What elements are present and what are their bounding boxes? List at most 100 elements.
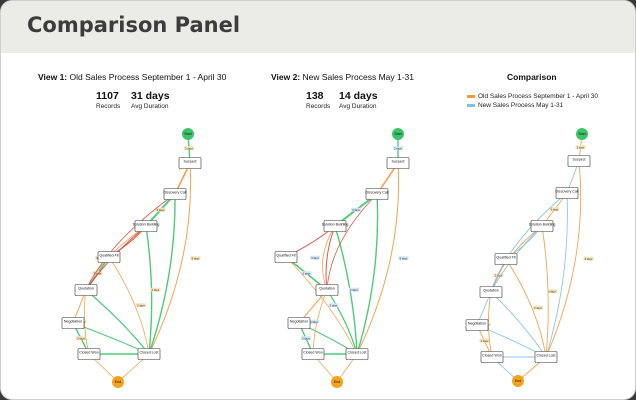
end-node-label: End <box>334 380 340 384</box>
process-node[interactable] <box>301 348 325 360</box>
edge-duration-badge <box>150 287 161 292</box>
process-node[interactable] <box>479 286 503 298</box>
process-edge <box>85 289 150 355</box>
process-node-label: Closed Lost <box>348 351 367 355</box>
edge-duration-badge <box>155 207 166 212</box>
comparison-title: Comparison <box>507 72 557 82</box>
process-node-label: Closed Lost <box>140 351 159 355</box>
process-node-label: Suspect <box>184 160 197 164</box>
edge-duration-label: 2 days <box>77 336 85 340</box>
process-node[interactable] <box>365 188 389 200</box>
process-node[interactable] <box>163 188 187 200</box>
edge-duration-badge <box>310 255 320 260</box>
process-node-label: Discovery Call <box>164 191 187 195</box>
process-node[interactable] <box>465 319 489 331</box>
process-edge <box>356 193 379 355</box>
edge-duration-label: 3 days <box>310 320 318 324</box>
view2-title: View 2: New Sales Process May 1-31 <box>271 72 414 82</box>
edge-duration-label: 8 days <box>192 256 200 260</box>
edge-duration-badge <box>533 305 543 310</box>
process-node[interactable] <box>287 317 311 329</box>
start-node[interactable] <box>392 128 404 140</box>
end-node[interactable] <box>331 376 343 388</box>
edge-duration-badge <box>184 146 194 151</box>
process-node-label: Closed Lost <box>537 354 556 358</box>
edge-duration-badge <box>549 207 560 212</box>
process-node[interactable] <box>480 351 504 363</box>
process-node[interactable] <box>134 220 158 232</box>
process-edge <box>505 258 547 358</box>
edge-duration-label: 8 days <box>400 256 408 260</box>
end-node[interactable] <box>512 375 524 387</box>
process-node[interactable] <box>567 155 591 167</box>
view2-records: 138 Records <box>306 90 330 110</box>
start-node-label: Start <box>184 132 192 136</box>
process-node-label: Solution Building <box>322 223 349 227</box>
process-node-label: Quotation <box>78 287 94 291</box>
process-edge <box>85 193 176 291</box>
process-node-label: Quotation <box>319 287 335 291</box>
process-edge <box>326 193 378 291</box>
process-node[interactable] <box>386 157 410 169</box>
start-node[interactable] <box>576 128 588 140</box>
process-node[interactable] <box>274 251 298 263</box>
process-edge <box>490 192 568 293</box>
process-node[interactable] <box>494 253 518 265</box>
panel-header: Comparison Panel <box>1 1 635 53</box>
process-edge <box>322 225 336 291</box>
panel-title: Comparison Panel <box>27 13 241 37</box>
edge-duration-label: 6 days <box>548 289 556 293</box>
view1-records: 1107 Records <box>96 90 120 110</box>
view2-duration-value: 14 days <box>339 90 378 102</box>
process-node-label: Qualified Fit <box>496 256 515 260</box>
process-node[interactable] <box>74 284 98 296</box>
edge-duration-label: 2 days <box>137 303 145 307</box>
process-node-label: Quotation <box>483 289 499 293</box>
process-node[interactable] <box>534 351 558 363</box>
view2-duration-label: Avg Duration <box>339 103 377 110</box>
edge-duration-label: 2 days <box>495 273 503 277</box>
process-node-label: Closed Won <box>79 351 99 355</box>
process-node[interactable] <box>315 284 339 296</box>
process-node-label: Qualified Fit <box>99 254 118 258</box>
edge-duration-badge <box>479 338 490 343</box>
edge-duration-label: 3 days <box>157 208 165 212</box>
start-node[interactable] <box>182 128 194 140</box>
process-node[interactable] <box>61 317 85 329</box>
edge-duration-badge <box>309 319 319 324</box>
edge-duration-badge <box>351 207 361 212</box>
start-node-label: Start <box>394 132 402 136</box>
edge-duration-label: 2 days <box>302 336 310 340</box>
process-node-label: Negotiation <box>290 320 308 324</box>
edge-duration-badge <box>547 289 557 294</box>
process-node-label: Suspect <box>573 158 586 162</box>
process-node[interactable] <box>137 348 161 360</box>
process-node-label: Closed Won <box>303 351 323 355</box>
edge-duration-badge <box>349 287 359 292</box>
process-node[interactable] <box>77 348 101 360</box>
process-node-label: Suspect <box>392 160 405 164</box>
view1-duration: 31 days Avg Duration <box>131 90 170 110</box>
view1-name: Old Sales Process September 1 - April 30 <box>69 72 227 82</box>
process-node-label: Closed Won <box>482 354 502 358</box>
end-node[interactable] <box>112 376 124 388</box>
edge-duration-badge <box>398 256 409 261</box>
process-edge <box>356 162 400 355</box>
process-node[interactable] <box>530 220 554 232</box>
view2-records-value: 138 <box>306 90 324 102</box>
process-node[interactable] <box>323 220 347 232</box>
legend-item-old: Old Sales Process September 1 - April 30 <box>467 93 598 100</box>
process-edge <box>108 256 150 355</box>
view2-duration: 14 days Avg Duration <box>339 90 378 110</box>
process-node[interactable] <box>97 251 121 263</box>
edge-duration-badge <box>301 271 312 276</box>
process-node[interactable] <box>345 348 369 360</box>
process-node[interactable] <box>555 187 579 199</box>
legend-swatch-old <box>467 95 475 98</box>
view2-name: New Sales Process May 1-31 <box>302 72 415 82</box>
process-node[interactable] <box>178 157 202 169</box>
edge-duration-label: 2 days <box>534 306 542 310</box>
